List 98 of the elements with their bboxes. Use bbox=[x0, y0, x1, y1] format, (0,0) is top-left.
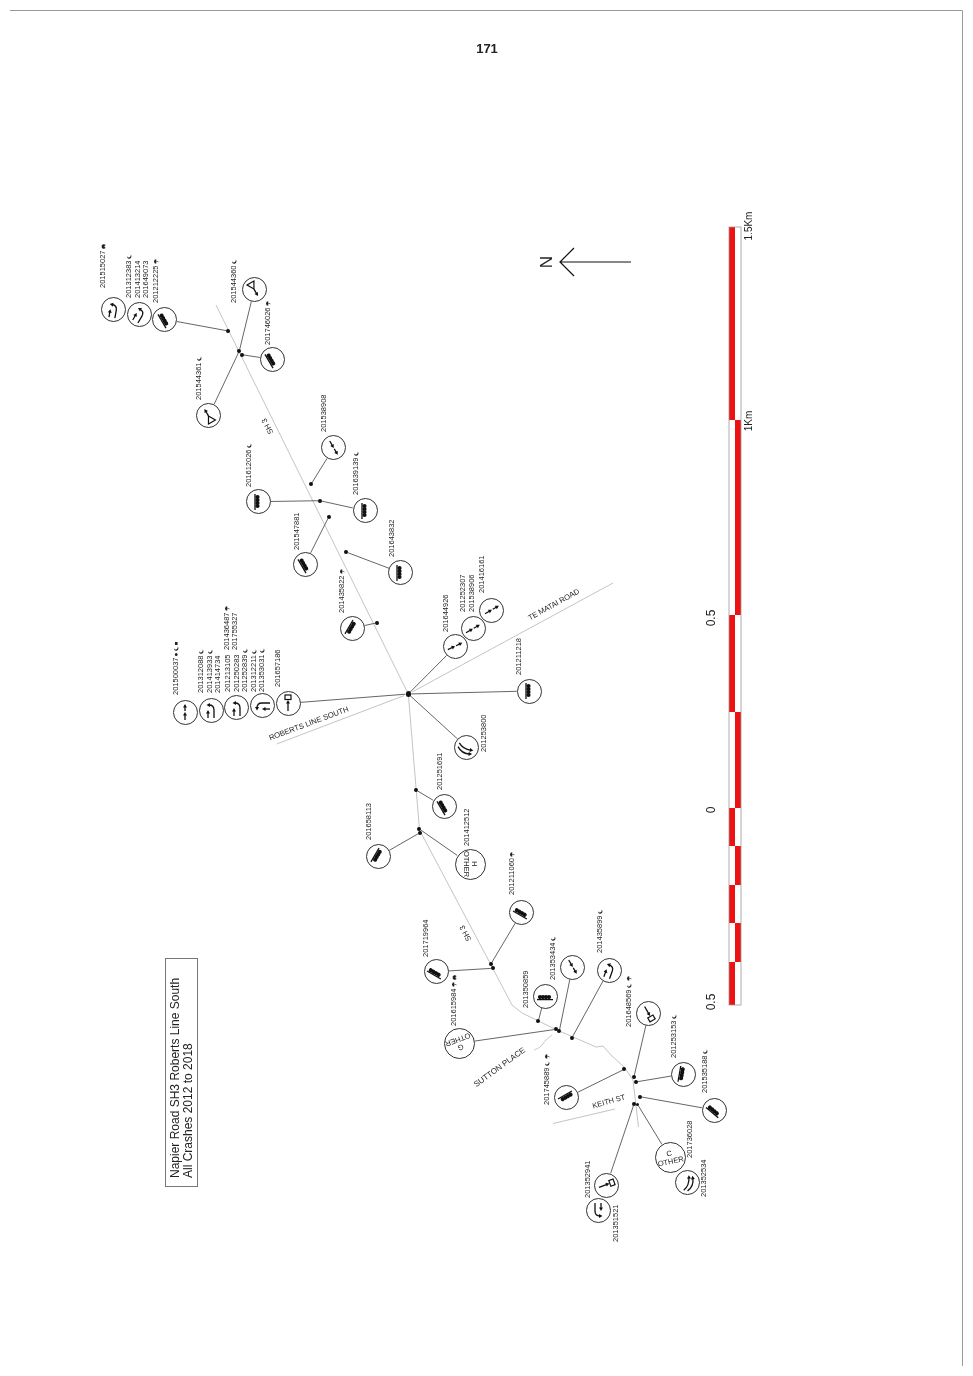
north-letter: N bbox=[537, 255, 557, 269]
junction-dot bbox=[536, 1019, 541, 1023]
crash-circle bbox=[423, 959, 449, 985]
crash-circle bbox=[259, 346, 285, 372]
leader-line bbox=[633, 1025, 647, 1076]
crash-circle bbox=[339, 615, 365, 641]
crash-circle bbox=[509, 899, 535, 925]
crash-circle bbox=[249, 693, 275, 719]
junction-dot bbox=[490, 966, 495, 971]
leader-line bbox=[213, 352, 239, 405]
scale-label: 1.5Km bbox=[742, 211, 754, 241]
crash-circle bbox=[126, 301, 152, 327]
leader-line bbox=[572, 980, 604, 1037]
junction-dot bbox=[554, 1027, 558, 1032]
leader-line bbox=[417, 790, 434, 801]
leader-line bbox=[448, 967, 492, 972]
crash-circle bbox=[172, 699, 198, 725]
crash-circle bbox=[460, 615, 486, 641]
crash-circle bbox=[585, 1198, 611, 1224]
scale-label: 0.5 bbox=[705, 993, 719, 1011]
crash-circle bbox=[224, 695, 250, 721]
scale-label: 0 bbox=[705, 806, 719, 814]
junction-dot bbox=[414, 788, 418, 792]
junction-dot bbox=[417, 827, 422, 831]
junction-dot bbox=[635, 1102, 640, 1107]
leader-line bbox=[420, 829, 458, 856]
crash-circle bbox=[443, 1027, 475, 1059]
leader-line bbox=[300, 693, 406, 703]
junction-dot bbox=[570, 1035, 574, 1040]
junction-dot bbox=[488, 962, 493, 967]
crash-circle bbox=[292, 551, 318, 577]
crash-circle bbox=[559, 954, 585, 980]
crash-circle bbox=[532, 983, 558, 1009]
leader-line bbox=[638, 1105, 663, 1145]
crash-circle bbox=[479, 597, 505, 623]
leader-line bbox=[311, 457, 328, 484]
leader-line bbox=[176, 321, 227, 332]
crash-circle bbox=[454, 848, 486, 880]
leader-line bbox=[474, 1029, 555, 1042]
junction-dot bbox=[632, 1102, 636, 1106]
junction-dot bbox=[226, 329, 231, 333]
junction-dot bbox=[633, 1080, 638, 1084]
junction-dot bbox=[318, 498, 322, 503]
leader-line bbox=[347, 552, 390, 569]
crash-circle bbox=[365, 844, 391, 870]
scale-label: 1Km bbox=[742, 410, 754, 432]
leader-line bbox=[410, 690, 518, 695]
leader-line bbox=[610, 1105, 634, 1174]
crash-circle bbox=[431, 794, 457, 820]
crash-circle bbox=[670, 1061, 696, 1087]
crash-circle bbox=[196, 403, 222, 429]
crash-circle bbox=[198, 697, 224, 723]
crash-circle bbox=[245, 489, 271, 515]
junction-dot bbox=[239, 352, 244, 357]
junction-dot bbox=[557, 1029, 562, 1033]
leader-line bbox=[409, 695, 458, 740]
crash-circle bbox=[241, 276, 267, 302]
junction-dot bbox=[309, 482, 313, 487]
crash-circle bbox=[636, 1000, 662, 1026]
leader-line bbox=[270, 500, 319, 502]
leader-line bbox=[239, 301, 252, 350]
crash-circle bbox=[596, 957, 622, 983]
crash-circle bbox=[352, 498, 378, 524]
crash-circle bbox=[516, 678, 542, 704]
crash-circle bbox=[654, 1142, 686, 1174]
leader-line bbox=[491, 922, 516, 964]
leader-line bbox=[637, 1075, 672, 1083]
leader-line bbox=[577, 1069, 624, 1093]
crash-circle bbox=[275, 690, 301, 716]
junction-dot bbox=[622, 1067, 627, 1072]
crash-circle bbox=[321, 435, 347, 461]
junction-dot bbox=[418, 830, 422, 835]
map-title: Napier Road SH3 Roberts Line South All Crashes 2012 to 2018 bbox=[169, 976, 195, 1178]
junction-dot bbox=[632, 1074, 636, 1079]
leader-line bbox=[310, 518, 329, 554]
scale-label: 0.5 bbox=[705, 609, 719, 627]
leader-line bbox=[559, 979, 571, 1030]
junction-dot bbox=[638, 1094, 642, 1099]
junction-dot bbox=[405, 691, 412, 697]
crash-circle bbox=[554, 1085, 580, 1111]
junction-dot bbox=[375, 620, 380, 625]
leader-line bbox=[243, 354, 261, 358]
leader-line bbox=[409, 654, 448, 693]
junction-dot bbox=[237, 349, 242, 353]
crash-circle bbox=[701, 1097, 727, 1123]
page-number: 171 bbox=[476, 41, 498, 57]
crash-circle bbox=[152, 306, 178, 332]
leader-line bbox=[364, 622, 376, 627]
leader-line bbox=[538, 1007, 543, 1020]
junction-dot bbox=[344, 550, 348, 554]
leader-line bbox=[321, 500, 354, 509]
crash-circle bbox=[443, 634, 468, 659]
crash-circle bbox=[594, 1172, 620, 1198]
junction-dot bbox=[326, 515, 331, 519]
crash-circle bbox=[388, 560, 414, 586]
crash-circle bbox=[100, 296, 126, 322]
leader-line bbox=[388, 833, 419, 851]
leader-line bbox=[641, 1096, 703, 1109]
